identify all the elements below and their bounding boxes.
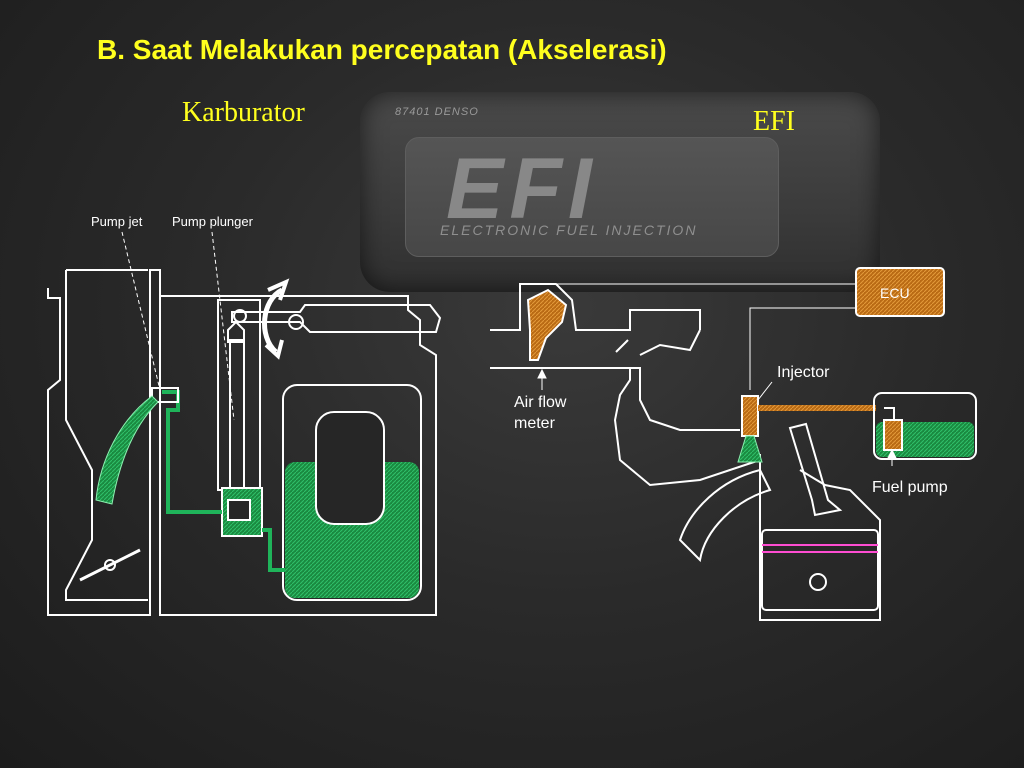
carburetor-heading: Karburator: [182, 97, 305, 128]
air-flow-meter-label-line1: Air flow: [514, 394, 567, 411]
pump-jet-label: Pump jet: [91, 214, 143, 229]
cover-denso-code: 87401 DENSO: [395, 106, 479, 118]
injector-label: Injector: [777, 364, 830, 381]
efi-heading: EFI: [753, 106, 795, 137]
ecu-label: ECU: [880, 285, 910, 301]
air-flow-meter: [526, 288, 568, 361]
fuel-pump-label: Fuel pump: [872, 479, 948, 496]
ecu-box: [855, 267, 945, 317]
engine-cover-panel: [405, 137, 779, 257]
fuel-pump: [883, 419, 903, 451]
efi-leader-lines: [537, 368, 897, 466]
injector-body: [741, 395, 759, 437]
carburetor-leader-lines: [121, 231, 235, 421]
carburetor-diagram: [47, 269, 442, 616]
carburetor-body-outline: [47, 269, 437, 616]
pump-jet-spray: [95, 395, 159, 505]
float-chamber: [282, 384, 422, 601]
injector-spray: [737, 435, 763, 463]
air-flow-meter-label-line2: meter: [514, 415, 556, 432]
fuel-tank: [873, 392, 977, 460]
pump-plunger-rod: [229, 339, 245, 491]
throttle-valve: [79, 548, 141, 582]
float: [315, 411, 385, 525]
carburetor-throat: [65, 270, 148, 601]
piston: [761, 529, 879, 611]
cover-efi-subtitle: ELECTRONIC FUEL INJECTION: [440, 222, 698, 238]
pump-fuel-passage: [162, 390, 222, 514]
intake-duct: [490, 283, 701, 331]
efi-diagram: [490, 283, 977, 621]
pump-cylinder: [217, 299, 261, 491]
pump-jet-nozzle: [151, 387, 179, 403]
intake-valve: [788, 422, 843, 517]
cover-efi-logo: EFI: [446, 141, 598, 237]
ecu-wire-injector: [749, 307, 856, 390]
slide-title: B. Saat Melakukan percepatan (Akselerasi…: [97, 34, 667, 65]
pump-plunger-label: Pump plunger: [172, 214, 254, 229]
accelerator-motion-arrow: [262, 287, 284, 354]
engine-cylinder: [740, 454, 881, 621]
